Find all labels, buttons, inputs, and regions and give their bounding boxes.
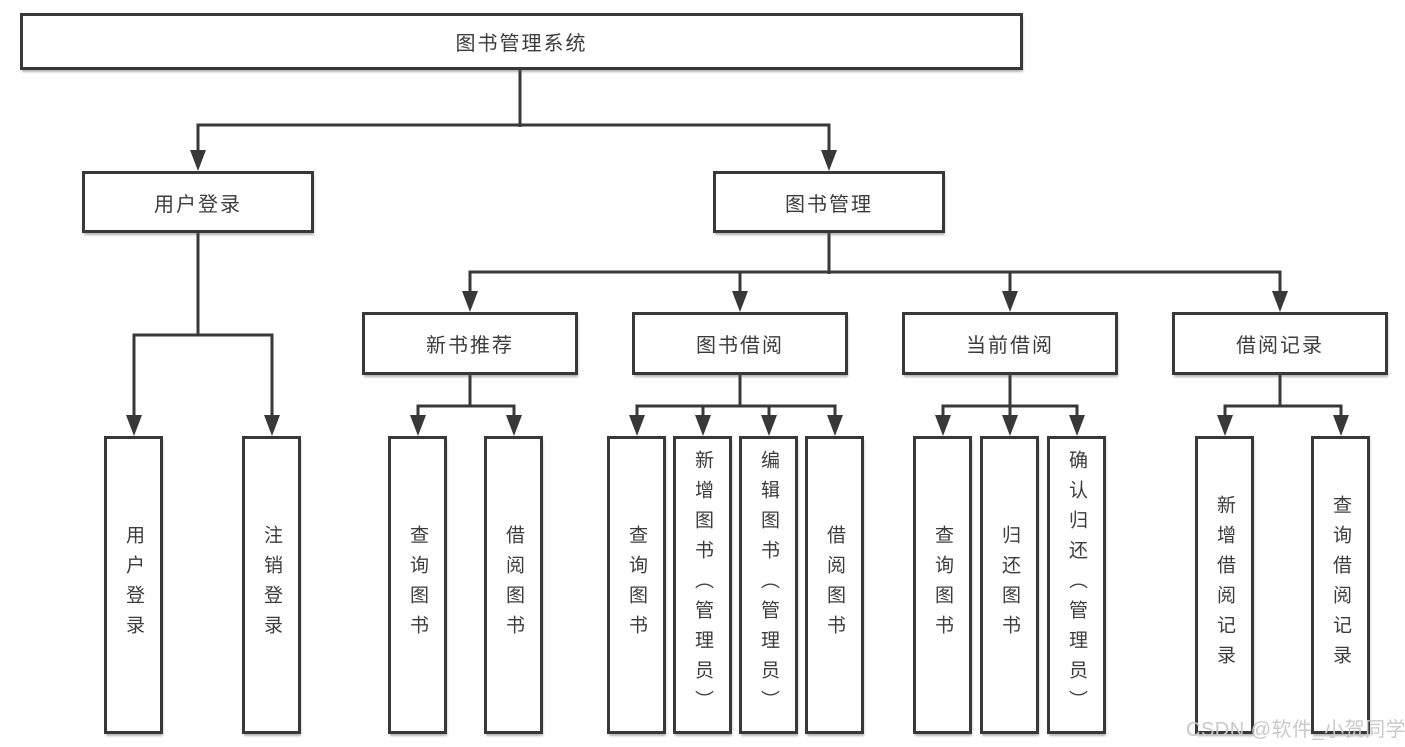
leaf-user-login: 用户登录 bbox=[104, 436, 163, 734]
leaf-current-query-books-label: 查询图书 bbox=[932, 525, 953, 645]
node-user-login: 用户登录 bbox=[82, 171, 314, 233]
leaf-recommend-query-books-label: 查询图书 bbox=[407, 525, 428, 645]
node-current-borrowing: 当前借阅 bbox=[902, 312, 1118, 375]
leaf-confirm-return-admin-label: 确认归还（管理员） bbox=[1066, 450, 1087, 720]
leaf-recommend-borrow-books-label: 借阅图书 bbox=[503, 525, 524, 645]
leaf-add-book-admin-label: 新增图书（管理员） bbox=[692, 450, 713, 720]
leaf-confirm-return-admin: 确认归还（管理员） bbox=[1047, 436, 1106, 734]
watermark-text: CSDN @软件_小贺同学 bbox=[1186, 719, 1405, 741]
leaf-logout-label: 注销登录 bbox=[261, 525, 282, 645]
leaf-borrow-books: 借阅图书 bbox=[805, 436, 864, 734]
arrowhead-icon bbox=[126, 150, 1349, 436]
leaf-edit-book-admin: 编辑图书（管理员） bbox=[739, 436, 798, 734]
node-book-management: 图书管理 bbox=[713, 171, 945, 233]
node-root: 图书管理系统 bbox=[20, 13, 1023, 70]
leaf-recommend-query-books: 查询图书 bbox=[388, 436, 447, 734]
leaf-borrow-books-label: 借阅图书 bbox=[824, 525, 845, 645]
node-borrowing-records: 借阅记录 bbox=[1172, 312, 1388, 375]
leaf-add-borrow-record-label: 新增借阅记录 bbox=[1214, 495, 1235, 675]
leaf-add-book-admin: 新增图书（管理员） bbox=[673, 436, 732, 734]
leaf-current-query-books: 查询图书 bbox=[913, 436, 972, 734]
leaf-user-login-label: 用户登录 bbox=[123, 525, 144, 645]
leaf-return-book-label: 归还图书 bbox=[999, 525, 1020, 645]
leaf-logout: 注销登录 bbox=[242, 436, 301, 734]
leaf-return-book: 归还图书 bbox=[980, 436, 1039, 734]
leaf-borrowing-query-books: 查询图书 bbox=[607, 436, 666, 734]
leaf-recommend-borrow-books: 借阅图书 bbox=[484, 436, 543, 734]
leaf-add-borrow-record: 新增借阅记录 bbox=[1195, 436, 1254, 734]
leaf-edit-book-admin-label: 编辑图书（管理员） bbox=[758, 450, 779, 720]
leaf-borrowing-query-books-label: 查询图书 bbox=[626, 525, 647, 645]
leaf-query-borrow-record: 查询借阅记录 bbox=[1311, 436, 1370, 734]
connector-line bbox=[132, 70, 1343, 418]
leaf-query-borrow-record-label: 查询借阅记录 bbox=[1330, 495, 1351, 675]
node-book-borrowing: 图书借阅 bbox=[632, 312, 848, 375]
node-new-book-recommend: 新书推荐 bbox=[362, 312, 578, 375]
